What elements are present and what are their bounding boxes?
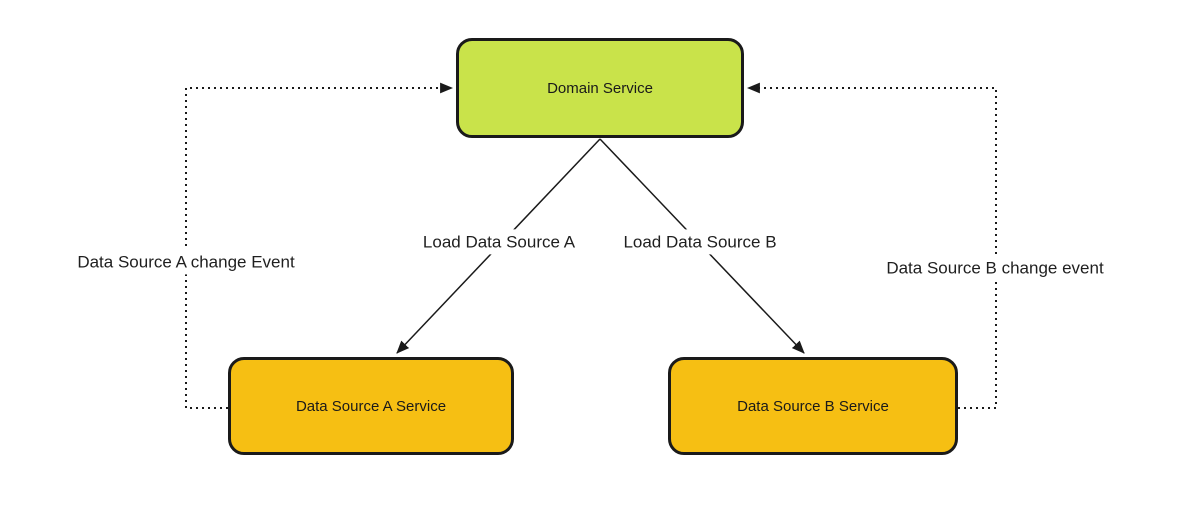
- edge-label-data-source-b-change-event: Data Source B change event: [881, 255, 1109, 281]
- edge-label-load-data-source-b: Load Data Source B: [618, 229, 782, 255]
- node-data-source-a-service: Data Source A Service: [228, 357, 514, 455]
- edge-label-data-source-a-change-event: Data Source A change Event: [72, 249, 300, 275]
- node-domain-service: Domain Service: [456, 38, 744, 138]
- edge-data-source-b-change-event-line: [746, 82, 997, 409]
- node-domain-service-label: Domain Service: [547, 79, 653, 97]
- edge-label-load-data-source-a: Load Data Source A: [417, 229, 581, 255]
- node-data-source-a-service-label: Data Source A Service: [295, 397, 447, 415]
- node-data-source-b-service-label: Data Source B Service: [737, 397, 889, 415]
- node-data-source-b-service: Data Source B Service: [668, 357, 958, 455]
